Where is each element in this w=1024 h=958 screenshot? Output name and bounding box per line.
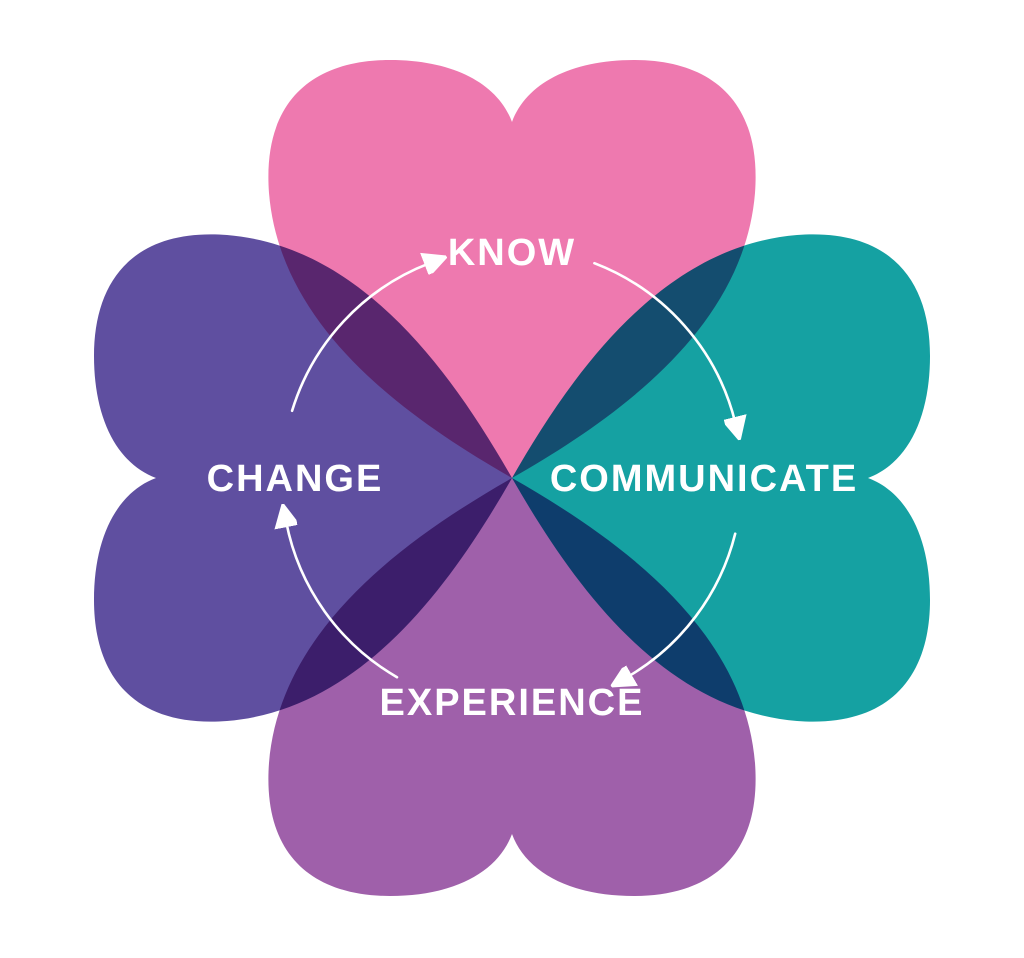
petal-heart-change <box>94 234 512 722</box>
heart-petals <box>94 60 930 896</box>
petal-label-communicate: COMMUNICATE <box>550 458 858 500</box>
arrow-communicate-to-experience <box>627 532 737 678</box>
arrow-know-to-communicate <box>593 261 735 422</box>
petal-label-know: KNOW <box>448 232 576 274</box>
arrow-change-to-know <box>290 263 430 413</box>
petal-label-experience: EXPERIENCE <box>380 682 645 724</box>
cycle-arrows <box>286 263 735 677</box>
petal-label-change: CHANGE <box>207 458 384 500</box>
arrow-experience-to-change <box>286 522 399 679</box>
petal-labels: KNOW COMMUNICATE EXPERIENCE CHANGE <box>207 232 858 724</box>
